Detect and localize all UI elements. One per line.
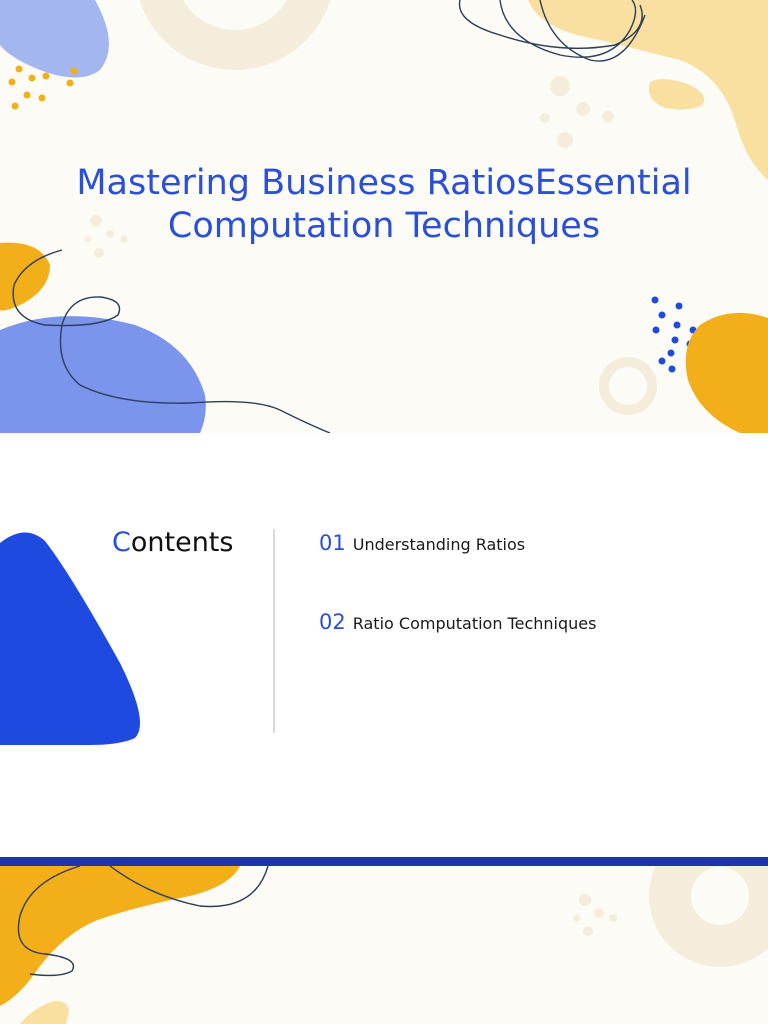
toc-number: 02 (319, 610, 346, 634)
yellow-small-blob-shape (649, 79, 705, 110)
contents-heading-rest: ontents (130, 527, 234, 558)
vertical-divider (273, 529, 275, 733)
scribble-line-shape (458, 0, 646, 62)
contents-heading: Contents (112, 527, 233, 558)
section-slide (0, 866, 768, 1024)
orange-wave-shape (0, 866, 240, 1006)
cream-dots-bottom-shape (573, 894, 617, 936)
cream-ring-small-shape (599, 357, 657, 415)
title-line-1: Mastering Business RatiosEssential (76, 163, 692, 203)
section-decoration (0, 866, 768, 1024)
toc-label: Understanding Ratios (352, 535, 526, 554)
toc-label: Ratio Computation Techniques (352, 614, 597, 633)
contents-slide: Contents 01 Understanding Ratios 02 Rati… (0, 433, 768, 857)
yellow-blob-shape (528, 0, 768, 180)
toc-number: 01 (319, 531, 346, 555)
cream-ring-bottom-shape (649, 866, 768, 967)
orange-blob-right-shape (685, 312, 768, 433)
slide-divider-bar (0, 857, 768, 866)
page-title: Mastering Business RatiosEssential Compu… (0, 162, 768, 248)
toc-item-1[interactable]: 01 Understanding Ratios (319, 531, 525, 555)
cream-ring-shape (139, 0, 331, 70)
periwinkle-blob-shape (0, 316, 206, 433)
title-slide: Mastering Business RatiosEssential Compu… (0, 0, 768, 433)
orange-blob-left-shape (0, 242, 50, 311)
scribble-bottom-shape (17, 866, 269, 977)
contents-decoration (0, 532, 140, 745)
yellow-small-shape (20, 1001, 69, 1024)
contents-heading-initial: C (112, 527, 131, 558)
title-decoration (0, 0, 768, 433)
toc-item-2[interactable]: 02 Ratio Computation Techniques (319, 610, 596, 634)
blue-blob-shape (0, 0, 109, 78)
blue-triangle-shape (0, 532, 140, 745)
cream-dots-left-shape (85, 215, 128, 258)
cream-dots-shape (540, 76, 614, 148)
line-scribble-shape (12, 249, 331, 433)
blue-dots-shape (651, 296, 697, 373)
title-line-2: Computation Techniques (167, 206, 601, 246)
orange-dots-shape (8, 65, 78, 110)
